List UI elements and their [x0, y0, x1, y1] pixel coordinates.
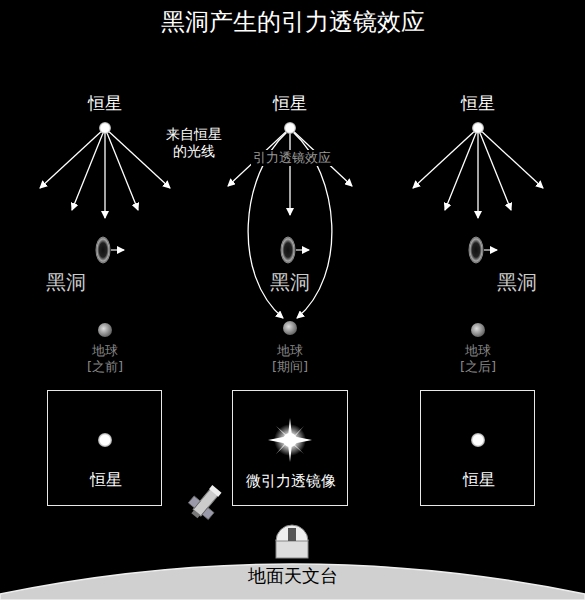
- box-caption: 恒星: [90, 470, 122, 491]
- ground-caption: 地面天文台: [248, 564, 338, 588]
- image-box: 恒星: [420, 390, 535, 506]
- lensing-label: 引力透镜效应: [251, 150, 333, 166]
- image-box: 微引力透镜像: [232, 390, 348, 506]
- black-hole-label: 黑洞: [270, 270, 310, 294]
- ground-band: 地面天文台: [0, 548, 585, 600]
- star-label: 恒星: [88, 93, 122, 113]
- earth-label: 地球 [期间]: [268, 343, 312, 374]
- black-hole-label: 黑洞: [46, 270, 86, 294]
- box-caption: 微引力透镜像: [246, 472, 336, 491]
- box-caption: 恒星: [463, 470, 495, 491]
- black-hole-label: 黑洞: [497, 270, 537, 294]
- star-label: 恒星: [273, 93, 307, 113]
- light-label: 来自恒星 的光线: [161, 126, 227, 160]
- earth-label: 地球 [之前]: [83, 343, 127, 374]
- earth-label: 地球 [之后]: [456, 343, 500, 374]
- star-label: 恒星: [461, 93, 495, 113]
- title: 黑洞产生的引力透镜效应: [0, 8, 585, 37]
- image-box: 恒星: [47, 390, 162, 506]
